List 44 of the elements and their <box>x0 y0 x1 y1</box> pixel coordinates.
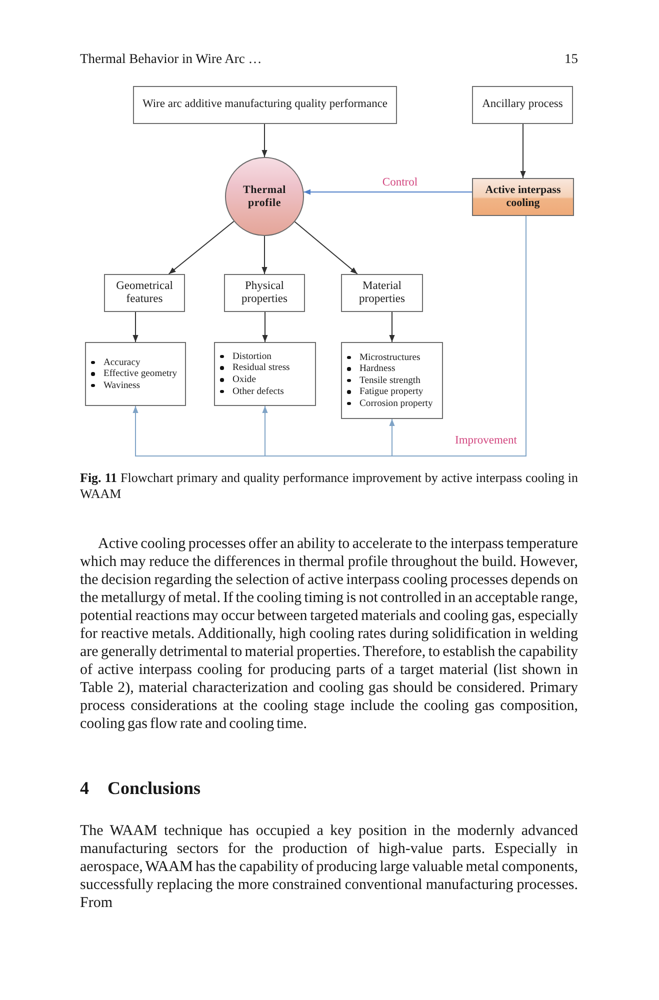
node-label: Wire arc additive manufacturing quality performance <box>141 98 389 112</box>
arrow <box>520 124 526 178</box>
list-item-text: Effective geometry <box>104 368 178 380</box>
list-item-text: Hardness <box>360 363 396 375</box>
arrow <box>294 221 358 274</box>
node-label: Active interpass cooling <box>484 184 562 210</box>
list-box <box>85 342 186 406</box>
arrow <box>389 312 395 342</box>
arrow <box>168 220 234 274</box>
section-heading: 4 Conclusions <box>80 777 202 799</box>
arrow <box>303 189 472 195</box>
list-item-text: Tensile strength <box>360 374 420 386</box>
body-paragraph: Active cooling processes offer an ability to accelerate to the interpass temperature which may reduce the differences in thermal profile throughout the build. However, the decision regarding the selection of active interpass cooling processes depends on the metallurgy of metal. If the cooling timing is not controlled in an acceptable range, potential reactions may occur between targeted materials and cooling gas, especially for reactive metals. Additionally, high cooling rates during solidification in welding are generally detrimental to material properties. Therefore, to establish the capability of active interpass cooling for producing parts of a target material (list shown in Table 2), material characterization and cooling gas should be considered. Primary process considerations at the cooling stage include the cooling gas composition, cooling gas flow rate and cooling time. <box>80 535 578 733</box>
list-item-text: Accuracy <box>104 356 140 368</box>
page-number: 15 <box>564 51 578 67</box>
figure-caption: Fig. 11 Flowchart primary and quality performance improvement by active interpass cooling in WAAM <box>80 470 578 501</box>
list-item-text: Distortion <box>232 350 272 362</box>
process-box <box>472 86 573 124</box>
process-box <box>224 274 305 312</box>
list-box <box>341 342 443 419</box>
edge-label: Improvement <box>453 434 519 448</box>
body-paragraph: The WAAM technique has occupied a key position in the modernly advanced manufacturing sectors for the production of high-value parts. Especially in aerospace, WAAM has the capability of producing large valuable metal components, successfully replacing the more constrained conventional manufacturing processes. From <box>80 822 578 912</box>
process-box <box>341 274 423 312</box>
list-item-text: Other defects <box>232 386 284 398</box>
running-header: Thermal Behavior in Wire Arc … <box>80 51 263 67</box>
arrow <box>132 312 138 342</box>
node-label: Ancillary process <box>481 98 564 112</box>
arrow <box>262 236 268 274</box>
list-item-text: Residual stress <box>232 362 290 374</box>
node-label: Thermal profile <box>242 184 288 210</box>
arrow <box>262 124 268 158</box>
process-box <box>104 274 185 312</box>
list-item-text: Waviness <box>104 380 140 392</box>
list-item-text: Fatigue property <box>360 386 424 398</box>
highlighted-process-box <box>472 178 574 216</box>
list-item-text: Oxide <box>232 374 256 386</box>
process-box <box>133 86 397 124</box>
node-label: Geometrical features <box>115 280 174 306</box>
list-box <box>214 342 316 406</box>
list-item-text: Microstructures <box>360 352 420 364</box>
list-item-text: Corrosion property <box>360 398 433 410</box>
node-label: Material properties <box>358 280 406 306</box>
node-label: Physical properties <box>240 280 288 306</box>
arrow <box>262 312 268 342</box>
